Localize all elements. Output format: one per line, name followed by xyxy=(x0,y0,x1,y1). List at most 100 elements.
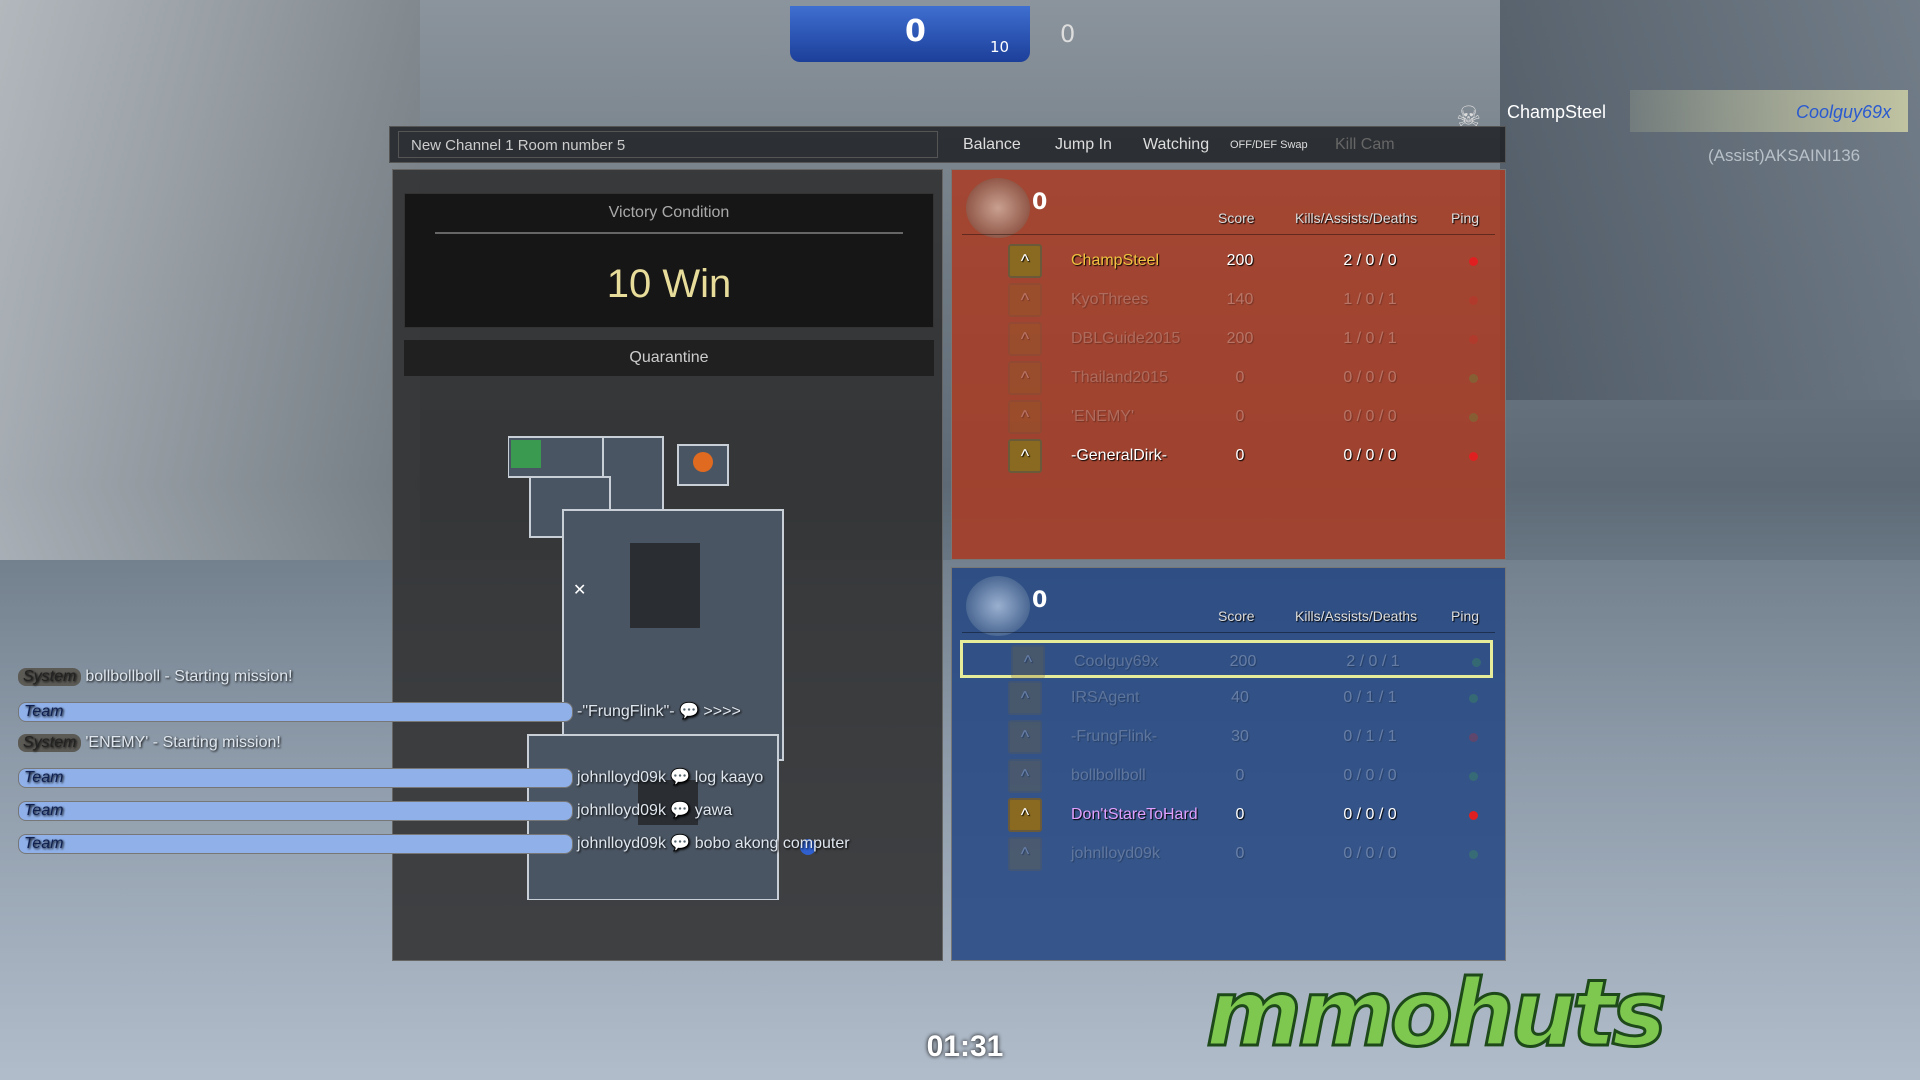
player-name: Coolguy69x xyxy=(1074,653,1159,670)
player-row[interactable]: ^ Don'tStareToHard 0 0 / 0 / 0 xyxy=(960,796,1493,834)
map-name: Quarantine xyxy=(404,340,934,376)
player-score: 0 xyxy=(1235,369,1245,386)
ping-indicator-icon xyxy=(1469,257,1478,266)
round-target: 10 xyxy=(990,38,1010,56)
kill-feed: ☠ ChampSteel Coolguy69x (Assist)AKSAINI1… xyxy=(1450,90,1920,165)
player-name: DBLGuide2015 xyxy=(1071,330,1181,347)
ping-header: Ping xyxy=(1451,608,1480,624)
ping-indicator-icon xyxy=(1469,413,1478,422)
player-row[interactable]: ^ -FrungFlink- 30 0 / 1 / 1 xyxy=(960,718,1493,756)
ping-indicator-icon xyxy=(1469,811,1478,820)
player-row[interactable]: ^ 'ENEMY' 0 0 / 0 / 0 xyxy=(960,398,1493,436)
player-kad: 1 / 0 / 1 xyxy=(1343,291,1397,308)
rank-insignia-icon: ^ xyxy=(1008,244,1042,278)
ping-header: Ping xyxy=(1451,210,1480,226)
player-marker-icon: ✕ xyxy=(573,580,586,599)
room-info: New Channel 1 Room number 5 xyxy=(398,131,938,158)
divider xyxy=(962,234,1495,235)
chat-text: johnlloyd09k 💬 bobo akong computer xyxy=(577,835,850,852)
player-row[interactable]: ^ KyoThrees 140 1 / 0 / 1 xyxy=(960,281,1493,319)
killer-name: ChampSteel xyxy=(1507,102,1607,122)
player-name: johnlloyd09k xyxy=(1071,845,1160,862)
player-kad: 0 / 0 / 0 xyxy=(1343,806,1397,823)
kill-cam-button[interactable]: Kill Cam xyxy=(1335,136,1395,153)
player-row[interactable]: ^ ChampSteel 200 2 / 0 / 0 xyxy=(960,242,1493,280)
player-row[interactable]: ^ IRSAgent 40 0 / 1 / 1 xyxy=(960,679,1493,717)
background-building xyxy=(1500,0,1920,400)
match-timer: 01:31 xyxy=(926,1030,1004,1063)
blue-team-scoreboard: 0 Score Kills/Assists/Deaths Ping ^ Cool… xyxy=(951,567,1506,961)
player-name: -FrungFlink- xyxy=(1071,728,1158,745)
rank-insignia-icon: ^ xyxy=(1008,759,1042,793)
round-score-hud: 0 10 0 xyxy=(790,6,1075,62)
player-score: 140 xyxy=(1226,291,1254,308)
player-row[interactable]: ^ Coolguy69x 200 2 / 0 / 1 xyxy=(960,640,1493,679)
player-kad: 0 / 0 / 0 xyxy=(1343,447,1397,464)
player-row[interactable]: ^ -GeneralDirk- 0 0 / 0 / 0 xyxy=(960,437,1493,475)
chat-message: Team-"FrungFlink"- 💬 >>>> xyxy=(18,701,741,722)
chat-channel-tag: System xyxy=(18,668,82,686)
map-minimap: ✕ xyxy=(508,436,816,900)
rank-insignia-icon: ^ xyxy=(1011,645,1045,679)
player-score: 30 xyxy=(1231,728,1249,745)
kad-header: Kills/Assists/Deaths xyxy=(1295,608,1418,624)
player-name: bollbollboll xyxy=(1071,767,1146,784)
divider xyxy=(435,232,903,234)
red-team-scoreboard: 0 Score Kills/Assists/Deaths Ping ^ Cham… xyxy=(951,169,1506,560)
player-score: 0 xyxy=(1235,845,1245,862)
off-def-swap-button[interactable]: OFF/DEF Swap xyxy=(1230,139,1308,151)
rank-insignia-icon: ^ xyxy=(1008,681,1042,715)
chat-text: johnlloyd09k 💬 yawa xyxy=(577,802,733,819)
ping-indicator-icon xyxy=(1469,850,1478,859)
chat-text: johnlloyd09k 💬 log kaayo xyxy=(577,769,764,786)
player-kad: 2 / 0 / 1 xyxy=(1346,653,1400,670)
player-kad: 0 / 0 / 0 xyxy=(1343,767,1397,784)
background-wall xyxy=(0,0,420,560)
player-row[interactable]: ^ bollbollboll 0 0 / 0 / 0 xyxy=(960,757,1493,795)
watermark-logo: mmohuts xyxy=(1205,959,1669,1069)
ping-indicator-icon xyxy=(1469,694,1478,703)
kad-header: Kills/Assists/Deaths xyxy=(1295,210,1418,226)
chat-text: -"FrungFlink"- 💬 >>>> xyxy=(577,703,741,720)
chat-text: bollbollboll - Starting mission! xyxy=(85,668,293,685)
jump-in-button[interactable]: Jump In xyxy=(1055,136,1112,153)
assist-name: (Assist)AKSAINI136 xyxy=(1708,146,1861,165)
chat-channel-tag: Team xyxy=(18,768,573,788)
player-name: IRSAgent xyxy=(1071,689,1140,706)
rank-insignia-icon: ^ xyxy=(1008,361,1042,395)
rank-insignia-icon: ^ xyxy=(1008,720,1042,754)
chat-channel-tag: Team xyxy=(18,801,573,821)
chat-channel-tag: Team xyxy=(18,702,573,722)
red-round-score: 0 xyxy=(905,14,926,49)
player-row[interactable]: ^ DBLGuide2015 200 1 / 0 / 1 xyxy=(960,320,1493,358)
ping-indicator-icon xyxy=(1469,772,1478,781)
player-kad: 0 / 0 / 0 xyxy=(1343,408,1397,425)
watching-button[interactable]: Watching xyxy=(1143,136,1210,153)
player-score: 0 xyxy=(1235,447,1245,464)
player-row[interactable]: ^ Thailand2015 0 0 / 0 / 0 xyxy=(960,359,1493,397)
player-kad: 0 / 0 / 0 xyxy=(1343,369,1397,386)
ping-indicator-icon xyxy=(1469,296,1478,305)
player-row[interactable]: ^ johnlloyd09k 0 0 / 0 / 0 xyxy=(960,835,1493,873)
player-score: 0 xyxy=(1235,408,1245,425)
red-team-score: 0 xyxy=(1032,190,1048,215)
player-kad: 0 / 0 / 0 xyxy=(1343,845,1397,862)
blue-round-score: 0 xyxy=(1060,20,1076,48)
ping-indicator-icon xyxy=(1469,335,1478,344)
red-team-emblem-icon xyxy=(966,178,1030,238)
red-base-icon xyxy=(693,452,713,472)
rank-insignia-icon: ^ xyxy=(1008,283,1042,317)
rank-insignia-icon: ^ xyxy=(1008,798,1042,832)
divider xyxy=(962,632,1495,633)
player-kad: 2 / 0 / 0 xyxy=(1343,252,1397,269)
victory-value: 10 Win xyxy=(606,262,732,306)
chat-message: System'ENEMY' - Starting mission! xyxy=(18,734,281,752)
player-name: Thailand2015 xyxy=(1071,369,1168,386)
balance-button[interactable]: Balance xyxy=(963,136,1021,153)
player-name: Don'tStareToHard xyxy=(1071,806,1198,823)
player-score: 200 xyxy=(1226,252,1254,269)
room-toolbar: New Channel 1 Room number 5 Balance Jump… xyxy=(389,126,1506,163)
